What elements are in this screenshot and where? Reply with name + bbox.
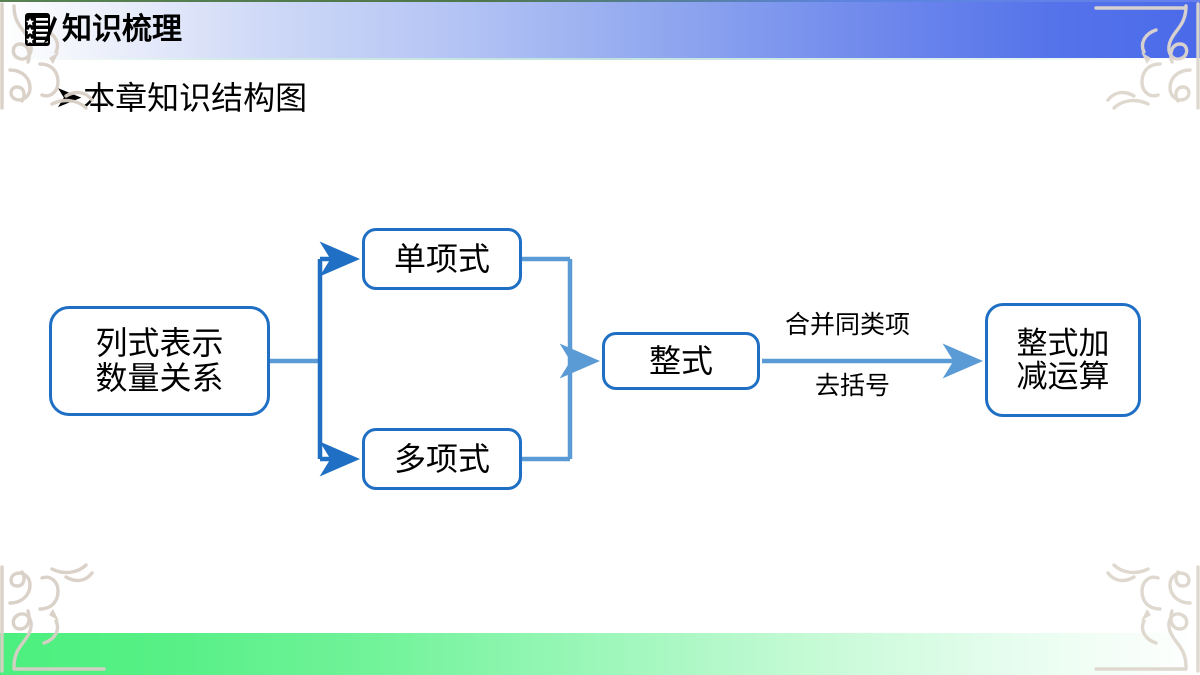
header-underline bbox=[0, 58, 1200, 60]
node-monomial[interactable]: 单项式 bbox=[362, 228, 522, 290]
edge-label-merge-like-terms: 合并同类项 bbox=[785, 311, 911, 339]
node-polynomial[interactable]: 多项式 bbox=[362, 428, 522, 490]
arrow-bullet-icon: ➤ bbox=[54, 81, 84, 114]
list-document-pen-icon bbox=[24, 12, 58, 48]
header-band bbox=[0, 2, 1200, 58]
page-title: 知识梳理 bbox=[24, 8, 182, 52]
node-integral-expression[interactable]: 整式 bbox=[602, 332, 760, 390]
header-top-rule bbox=[0, 0, 1200, 3]
node-list-expression[interactable]: 列式表示 数量关系 bbox=[49, 306, 270, 416]
node-add-subtract-operation[interactable]: 整式加 减运算 bbox=[985, 303, 1141, 417]
section-subtitle: ➤ 本章知识结构图 bbox=[54, 80, 308, 116]
edge-monomial-polynomial-to-integral bbox=[522, 256, 601, 462]
edge-label-remove-parentheses: 去括号 bbox=[815, 372, 891, 400]
page-title-text: 知识梳理 bbox=[62, 13, 182, 46]
edge-list-to-monomial-polynomial bbox=[270, 241, 361, 477]
section-subtitle-text: 本章知识结构图 bbox=[83, 80, 308, 116]
footer-band bbox=[0, 633, 1200, 675]
